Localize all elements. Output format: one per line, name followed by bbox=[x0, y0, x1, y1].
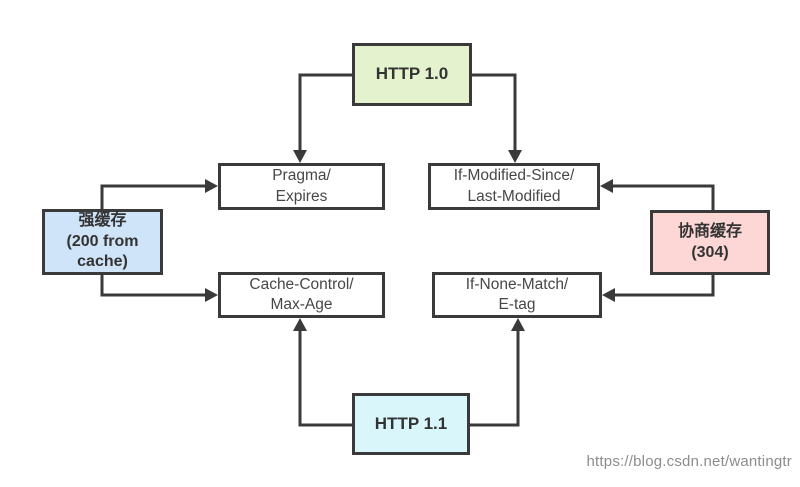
node-cache-control: Cache-Control/ Max-Age bbox=[218, 272, 385, 318]
arrow-strong-cache-to-pragma bbox=[100, 179, 218, 209]
node-strong-cache-label-line1: 强缓存 bbox=[78, 211, 127, 229]
watermark-link[interactable]: https://blog.csdn.net/wantingtr bbox=[586, 453, 792, 470]
arrow-http11-to-if-none-match bbox=[470, 318, 525, 427]
node-if-none-match-label-line2: E-tag bbox=[498, 296, 536, 313]
node-pragma-expires: Pragma/ Expires bbox=[218, 163, 385, 210]
arrow-http11-to-cache-control bbox=[293, 318, 352, 427]
node-pragma-expires-label-line1: Pragma/ bbox=[272, 167, 331, 185]
node-http11-label: HTTP 1.1 bbox=[374, 413, 448, 433]
node-pragma-expires-label-line2: Expires bbox=[275, 187, 328, 205]
node-cache-control-label-line2: Max-Age bbox=[270, 296, 333, 313]
arrow-strong-cache-to-cache-control bbox=[100, 275, 218, 302]
node-if-none-match: If-None-Match/ E-tag bbox=[432, 272, 602, 318]
node-cache-control-label-line1: Cache-Control/ bbox=[249, 275, 354, 293]
node-if-modified-since-label-line2: Last-Modified bbox=[467, 187, 561, 205]
node-http11: HTTP 1.1 bbox=[352, 393, 470, 455]
node-if-modified-since: If-Modified-Since/ Last-Modified bbox=[428, 163, 600, 210]
node-strong-cache-label-line2: (200 from bbox=[66, 232, 139, 250]
node-if-none-match-label-line1: If-None-Match/ bbox=[465, 275, 569, 293]
arrow-http10-to-if-modified-since bbox=[472, 73, 522, 163]
node-http10-label: HTTP 1.0 bbox=[375, 64, 449, 84]
arrow-negotiate-cache-to-if-none-match bbox=[602, 275, 715, 302]
node-strong-cache: 强缓存 (200 from cache) bbox=[42, 209, 163, 275]
node-negotiate-cache-label-line2: (304) bbox=[691, 243, 729, 261]
arrow-http10-to-pragma bbox=[293, 73, 352, 163]
node-strong-cache-label-line3: cache) bbox=[77, 253, 128, 271]
node-if-modified-since-label-line1: If-Modified-Since/ bbox=[453, 167, 575, 185]
node-negotiate-cache-label-line1: 协商缓存 bbox=[677, 222, 742, 240]
arrow-negotiate-cache-to-if-modified-since bbox=[600, 179, 715, 210]
node-http10: HTTP 1.0 bbox=[352, 43, 472, 106]
node-negotiate-cache: 协商缓存 (304) bbox=[650, 210, 770, 275]
